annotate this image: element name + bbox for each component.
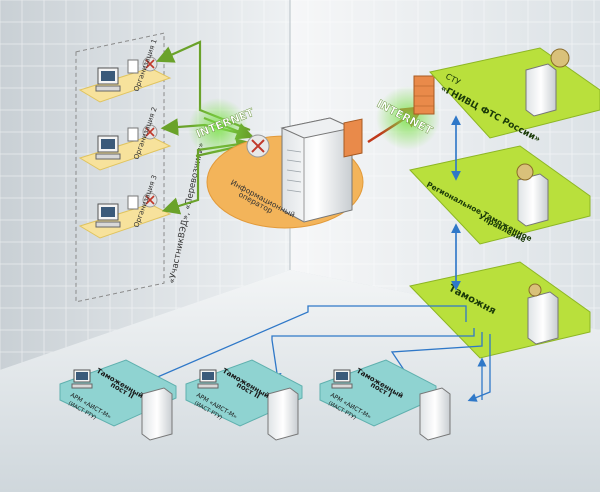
information-operator[interactable]: Информационный оператор — [206, 117, 364, 229]
firewall-icon — [343, 118, 363, 158]
emblem-icon — [528, 283, 542, 297]
participants-group-frame — [75, 32, 165, 303]
server-icon — [517, 173, 549, 227]
server-icon — [267, 387, 299, 441]
internet-glow-left — [188, 98, 248, 158]
node-regional-directorate[interactable]: Региональное Таможенное Управление — [409, 145, 591, 245]
server-icon — [419, 387, 451, 441]
document-icon — [127, 127, 139, 142]
server-icon — [527, 291, 559, 345]
emblem-icon — [516, 163, 534, 181]
server-icon — [141, 387, 173, 441]
node-gnivc[interactable]: СТУ «ГНИВЦ ФТС России» — [429, 47, 600, 145]
document-icon — [127, 195, 139, 210]
emblem-icon — [550, 48, 570, 68]
blue-post-connections — [143, 305, 491, 402]
document-icon — [127, 59, 139, 74]
server-icon — [525, 63, 557, 117]
firewall-icon — [413, 75, 435, 115]
